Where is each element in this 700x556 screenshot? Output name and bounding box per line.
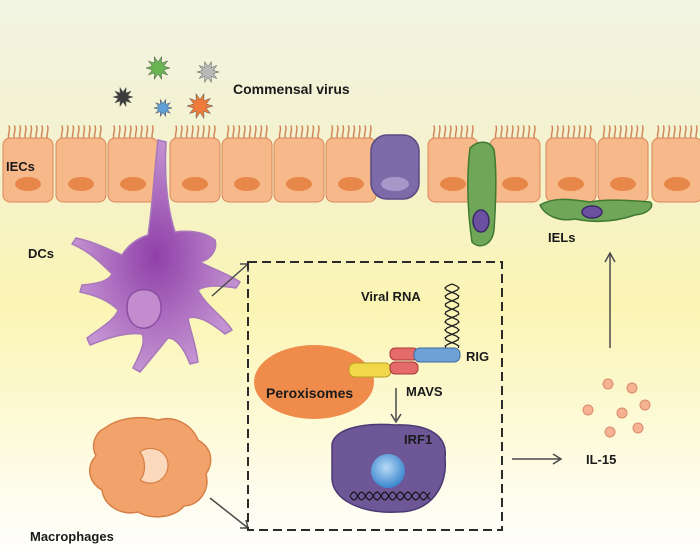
epithelial-cell	[273, 125, 325, 203]
il15-dot	[602, 378, 614, 390]
il15-dot	[616, 407, 628, 419]
epithelial-cell	[325, 125, 377, 203]
macrophage-cell	[89, 416, 212, 518]
signaling-inset-box	[247, 261, 503, 531]
virus-particle	[186, 92, 214, 120]
irf1-label: IRF1	[404, 432, 432, 447]
commensal-virus-label: Commensal virus	[233, 81, 350, 97]
virus-particle	[112, 86, 134, 108]
epithelial-cell	[169, 125, 221, 203]
iels-label: IELs	[548, 230, 575, 245]
virus-particle	[145, 55, 171, 81]
epithelial-cell	[489, 125, 541, 203]
rig-label: RIG	[466, 349, 489, 364]
viral-rna-label: Viral RNA	[361, 289, 421, 304]
il15-dot	[632, 422, 644, 434]
il15-dot	[582, 404, 594, 416]
goblet-cell	[370, 134, 420, 200]
mavs-label: MAVS	[406, 384, 443, 399]
epithelial-cell	[651, 125, 700, 203]
il15-to-iels-arrow	[604, 251, 616, 348]
il15-dot	[626, 382, 638, 394]
iel-cell-vertical	[467, 141, 497, 247]
dendritic-cell	[71, 139, 241, 373]
il15-dot	[604, 426, 616, 438]
mavs-to-nucleus-arrow	[390, 388, 402, 424]
epithelial-cell	[107, 125, 159, 203]
peroxisome-organelle	[254, 345, 374, 419]
rig-receptor	[413, 347, 461, 363]
viral-rna-icon	[444, 283, 460, 349]
iecs-label: IECs	[6, 159, 35, 174]
dna-icon	[349, 491, 431, 501]
il15-cytokine-dots	[582, 378, 651, 438]
virus-particle	[196, 60, 220, 84]
dcs-label: DCs	[28, 246, 54, 261]
epithelial-cell	[427, 125, 479, 203]
il15-dot	[639, 399, 651, 411]
macrophages-label: Macrophages	[30, 529, 114, 544]
epithelial-cell	[55, 125, 107, 203]
virus-particle	[153, 98, 173, 118]
irf1-protein	[371, 454, 405, 488]
epithelial-cell	[221, 125, 273, 203]
il15-label: IL-15	[586, 452, 616, 467]
epithelial-cell	[597, 125, 649, 203]
peroxisomes-label: Peroxisomes	[266, 385, 353, 401]
iel-cell-horizontal	[539, 198, 653, 223]
mavs-rig-complex	[348, 347, 461, 378]
nucleus-to-il15-arrow	[512, 453, 563, 465]
epithelial-layer	[2, 125, 700, 203]
commensal-virus-group	[112, 55, 220, 120]
epithelial-cell	[2, 125, 54, 203]
